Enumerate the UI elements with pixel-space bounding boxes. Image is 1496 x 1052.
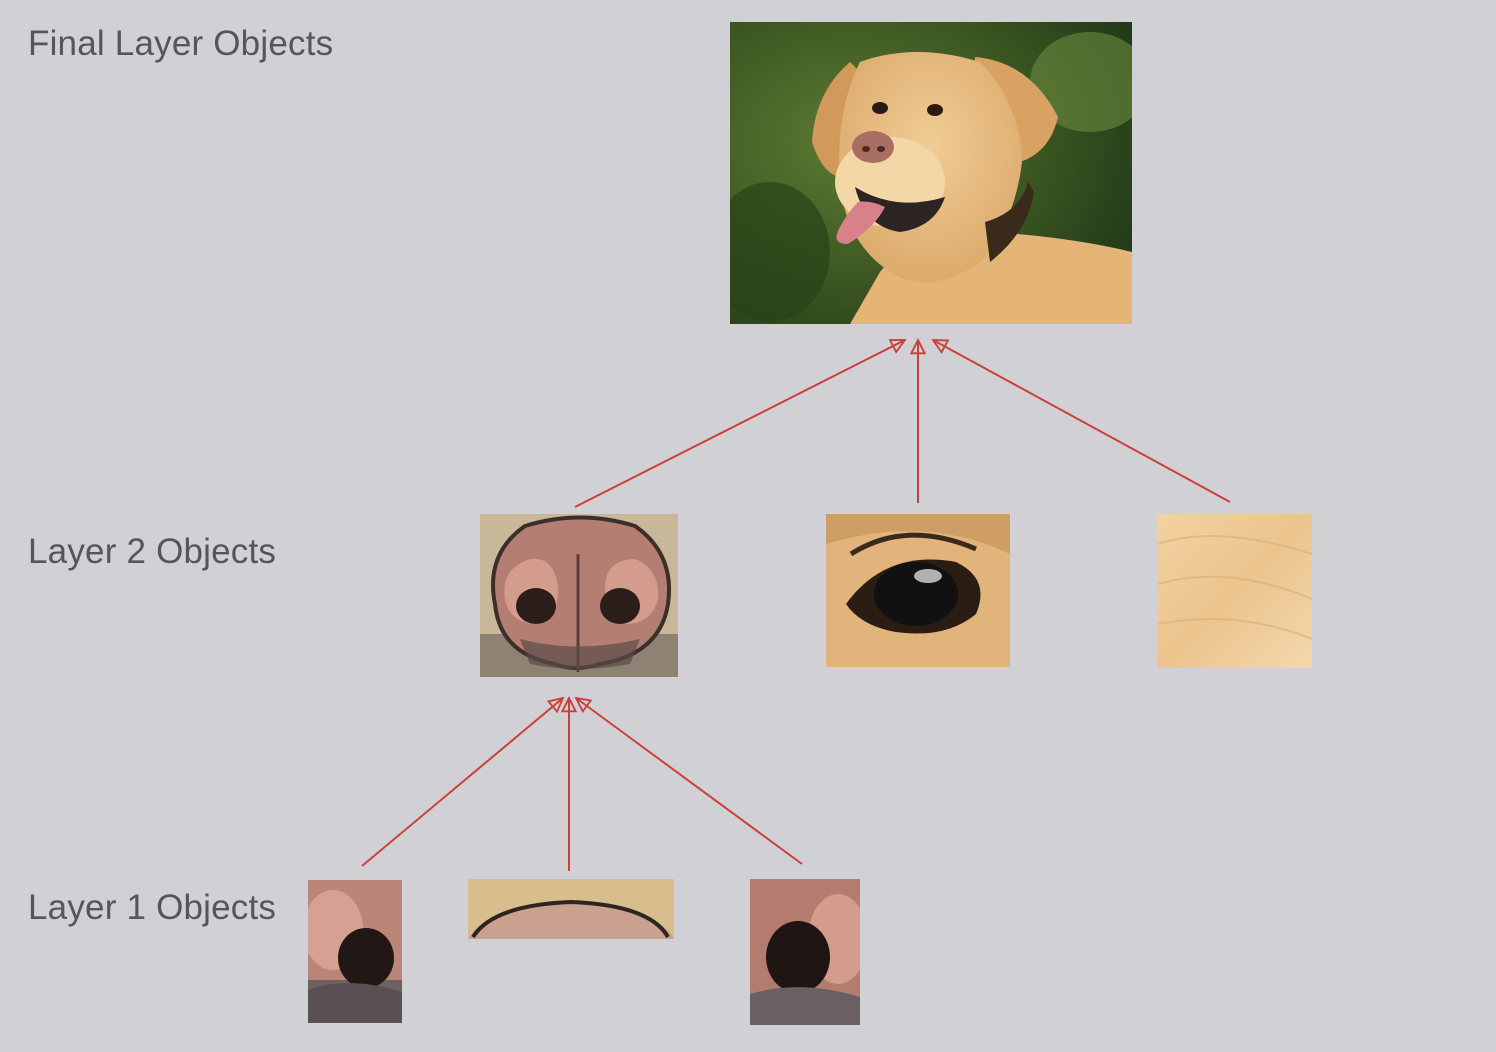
final-layer-label: Final Layer Objects [28,24,334,63]
layer-2-label: Layer 2 Objects [28,532,277,571]
arrow-fur-to-dog [933,340,1231,503]
fur-patch [1158,514,1312,668]
right-nostril-patch [750,879,860,1025]
layer-1-label: Layer 1 Objects [28,888,277,927]
arrow-left-nostril-to-nose [361,698,563,867]
nose-patch [480,514,678,677]
arrow-nose-to-dog [574,340,905,508]
arrow-right-nostril-to-nose [576,698,803,865]
eye-patch [826,514,1010,667]
left-nostril-patch [308,880,402,1023]
nose-top-edge-patch [468,879,674,939]
dog-photo [730,22,1132,324]
